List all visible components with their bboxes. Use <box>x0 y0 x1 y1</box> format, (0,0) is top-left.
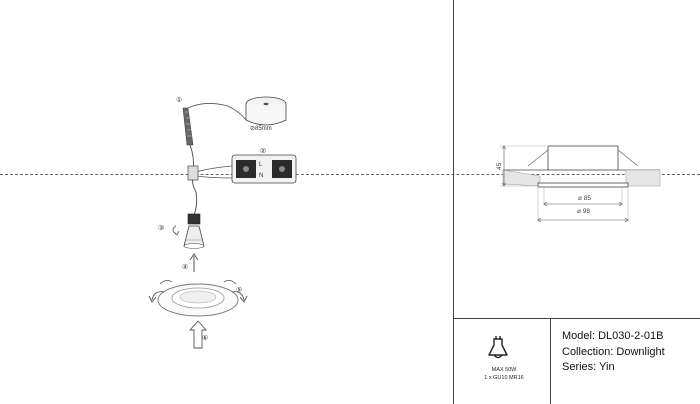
outer-dimension <box>537 188 629 223</box>
center-line <box>0 174 700 175</box>
step-2-marker: ② <box>260 147 266 155</box>
step-1-marker: ① <box>176 96 182 104</box>
product-info: Model: DL030-2-01B Collection: Downlight… <box>562 329 665 376</box>
side-view-drawing: 45 ⌀ 85 ⌀ 98 <box>496 145 661 223</box>
lamp-illustration <box>172 191 205 249</box>
bulb-type-text: 1 x GU10 MR16 <box>484 375 524 381</box>
spec-block: MAX 50W 1 x GU10 MR16 <box>462 366 546 382</box>
installation-diagram: ① ⊘85mm ② L N ③ <box>148 96 297 349</box>
ceiling-cut-illustration <box>182 96 287 146</box>
side-view-fixture <box>502 145 661 188</box>
height-dimension <box>500 145 546 187</box>
lightbulb-icon <box>488 336 508 359</box>
terminal-n-label: N <box>259 173 263 179</box>
frame-illustration <box>148 280 248 317</box>
max-power-text: MAX 50W <box>491 367 517 373</box>
cutout-diameter-label: ⌀ 85 <box>578 195 591 202</box>
cutout-dimension <box>543 188 623 207</box>
info-divider <box>550 318 551 404</box>
collection-text: Collection: Downlight <box>562 345 665 358</box>
step-5-marker: ⑤ <box>236 286 242 294</box>
height-label: 45 <box>496 162 503 170</box>
outer-diameter-label: ⌀ 98 <box>577 208 590 215</box>
model-text: Model: DL030-2-01B <box>562 330 664 342</box>
wiring-illustration <box>187 144 297 193</box>
insert-arrow <box>189 253 199 272</box>
vertical-divider <box>453 0 454 404</box>
step-3-marker: ③ <box>158 224 164 232</box>
step-4-marker: ④ <box>182 263 188 271</box>
horizontal-divider <box>453 318 700 319</box>
cutout-size-label: ⊘85mm <box>250 126 272 132</box>
step-6-marker: ⑥ <box>202 334 208 342</box>
series-text: Series: Yin <box>562 361 615 373</box>
terminal-l-label: L <box>259 162 263 168</box>
push-arrow <box>188 320 208 349</box>
